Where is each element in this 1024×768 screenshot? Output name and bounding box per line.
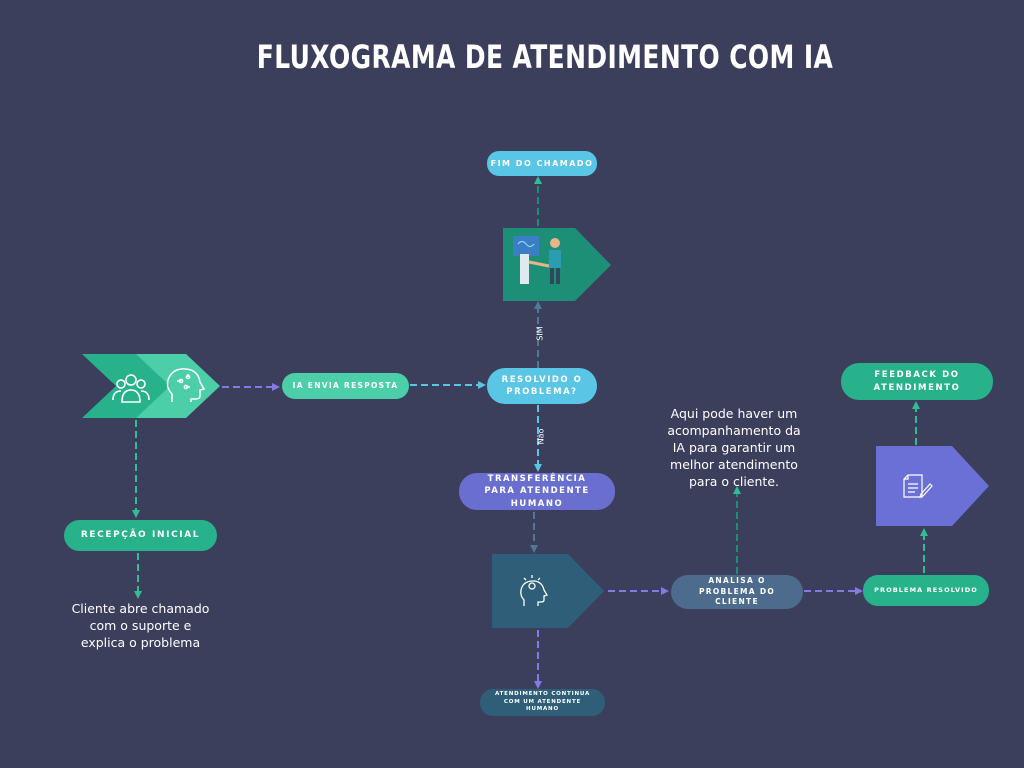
ai-head-icon (166, 368, 206, 402)
node-problema-resolvido: PROBLEMA RESOLVIDO (863, 575, 989, 606)
label-nao: Não (536, 428, 546, 445)
people-group-icon (112, 374, 150, 403)
handshake-node (503, 228, 611, 301)
page-title: FLUXOGRAMA DE ATENDIMENTO COM IA (256, 38, 834, 76)
node-atendimento-continua: ATENDIMENTO CONTINUA COM UM ATENDENTE HU… (480, 689, 605, 716)
document-edit-icon (903, 474, 933, 498)
node-recepcao-inicial: RECEPÇÃO INICIAL (64, 520, 217, 551)
node-analisa-problema: ANALISA O PROBLEMA DO CLIENTE (671, 575, 803, 609)
document-node (876, 446, 989, 526)
node-feedback-atendimento: FEEDBACK DO ATENDIMENTO (841, 363, 993, 400)
node-resolvido-o-problema: RESOLVIDO O PROBLEMA? (487, 368, 597, 404)
node-transferencia: TRANSFERÊNCIA PARA ATENDENTE HUMANO (459, 473, 615, 510)
node-fim-do-chamado: FIM DO CHAMADO (487, 151, 597, 176)
note-cliente-abre-chamado: Cliente abre chamado com o suporte e exp… (71, 601, 210, 650)
start-chevron (82, 354, 220, 418)
idea-node (492, 554, 604, 628)
note-acompanhamento-ia: Aqui pode haver um acompanhamento da IA … (667, 406, 801, 489)
idea-head-icon (520, 575, 548, 606)
label-sim: SIM (535, 326, 545, 341)
node-ia-envia-resposta: IA ENVIA RESPOSTA (282, 373, 409, 399)
